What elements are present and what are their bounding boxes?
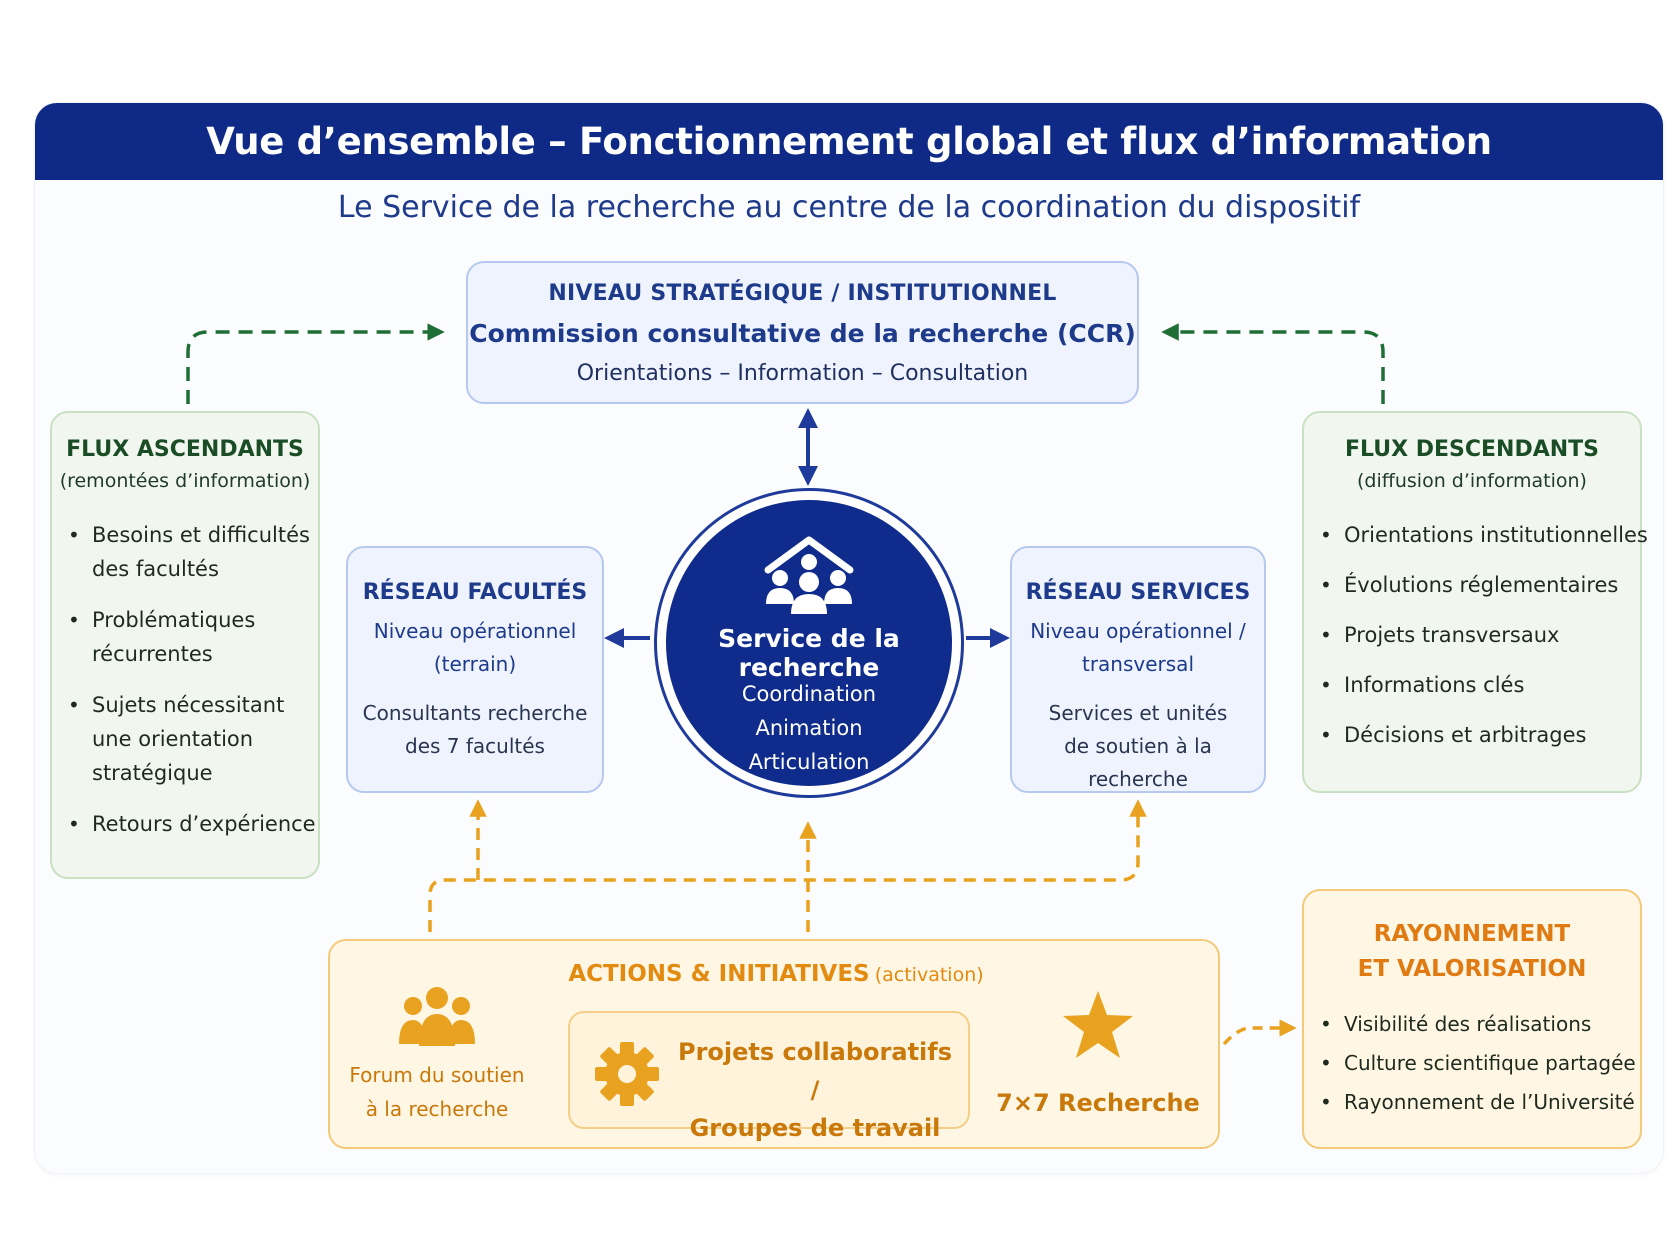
list-item: Visibilité des réalisations xyxy=(1304,1007,1640,1041)
flux-descendants-list: Orientations institutionnelles Évolution… xyxy=(1304,518,1648,752)
actions-initiatives-box: ACTIONS & INITIATIVES (activation) Forum… xyxy=(328,939,1220,1149)
reseau-services-box: RÉSEAU SERVICES Niveau opérationnel / tr… xyxy=(1010,546,1266,793)
reseau-facultes-desc-line2: des 7 facultés xyxy=(405,734,545,758)
reseau-services-level: Niveau opérationnel / transversal xyxy=(1012,615,1264,681)
flux-ascendants-subtitle: (remontées d’information) xyxy=(59,470,311,492)
forum-label: Forum du soutien à la recherche xyxy=(342,1058,532,1126)
list-item: Besoins et difficultés des facultés xyxy=(52,518,318,586)
service-recherche-hub: Service de la recherche Coordination Ani… xyxy=(666,500,952,786)
forum-label-line1: Forum du soutien xyxy=(349,1063,525,1087)
seven-by-seven-item: 7×7 Recherche xyxy=(988,989,1208,1117)
projets-collaboratifs-box: Projets collaboratifs / Groupes de trava… xyxy=(568,1011,970,1142)
reseau-services-desc: Services et unités de soutien à la reche… xyxy=(1012,697,1264,796)
flux-ascendants-box: FLUX ASCENDANTS (remontées d’information… xyxy=(50,411,320,879)
strategic-roles: Orientations – Information – Consultatio… xyxy=(576,361,1029,386)
list-item: Décisions et arbitrages xyxy=(1304,718,1640,752)
list-item: Orientations institutionnelles xyxy=(1304,518,1648,552)
forum-label-line2: à la recherche xyxy=(365,1097,509,1121)
star-icon xyxy=(1063,991,1133,1058)
flux-descendants-subtitle: (diffusion d’information) xyxy=(1357,470,1587,492)
hub-role-item: Coordination xyxy=(741,682,877,706)
list-item: Informations clés xyxy=(1304,668,1640,702)
arrow-flux-ascendants xyxy=(186,323,445,404)
projets-label: Projets collaboratifs / Groupes de trava… xyxy=(670,1033,960,1147)
gear-icon xyxy=(595,1042,659,1106)
strategic-level-label: NIVEAU STRATÉGIQUE / INSTITUTIONNEL xyxy=(548,281,1057,306)
seven-by-seven-label: 7×7 Recherche xyxy=(996,1089,1200,1117)
forum-item: Forum du soutien à la recherche xyxy=(342,986,532,1126)
reseau-services-level-line1: Niveau opérationnel / xyxy=(1030,619,1246,643)
diagram-subtitle: Le Service de la recherche au centre de … xyxy=(337,190,1361,225)
list-item: Projets transversaux xyxy=(1304,618,1640,652)
reseau-services-desc-line2: de soutien à la recherche xyxy=(1064,734,1212,791)
list-item: Culture scientifique partagée xyxy=(1304,1046,1640,1080)
hub-title: Service de la recherche xyxy=(718,624,900,682)
projets-label-line1: Projets collaboratifs / xyxy=(677,1038,953,1104)
strategic-commission-name: Commission consultative de la recherche … xyxy=(469,319,1136,348)
page-title: Vue d’ensemble – Fonctionnement global e… xyxy=(35,103,1663,180)
list-item: Rayonnement de l’Université xyxy=(1304,1085,1640,1119)
hub-role-item: Articulation xyxy=(748,750,870,774)
arrow-to-rayonnement xyxy=(1222,1019,1297,1046)
list-item: Évolutions réglementaires xyxy=(1304,568,1640,602)
rayonnement-title-line1: RAYONNEMENT xyxy=(1373,921,1571,947)
hub-role-item: Animation xyxy=(755,716,863,740)
projets-label-line2: Groupes de travail xyxy=(689,1114,941,1142)
reseau-facultes-level: Niveau opérationnel (terrain) xyxy=(348,615,602,681)
list-item: Problématiques récurrentes xyxy=(52,603,318,671)
rayonnement-title: RAYONNEMENT ET VALORISATION xyxy=(1304,917,1640,987)
list-item: Retours d’expérience xyxy=(52,807,318,841)
actions-title-suffix: (activation) xyxy=(874,964,984,986)
rayonnement-box: RAYONNEMENT ET VALORISATION Visibilité d… xyxy=(1302,889,1642,1149)
flux-descendants-title: FLUX DESCENDANTS xyxy=(1344,437,1600,462)
rayonnement-list: Visibilité des réalisations Culture scie… xyxy=(1304,1007,1640,1119)
flux-ascendants-list: Besoins et difficultés des facultés Prob… xyxy=(52,518,318,841)
reseau-facultes-level-line2: (terrain) xyxy=(433,652,517,676)
reseau-facultes-level-line1: Niveau opérationnel xyxy=(373,619,577,643)
arrow-flux-descendants xyxy=(1161,323,1385,404)
hub-roles: Coordination Animation Articulation xyxy=(666,677,952,779)
actions-title: ACTIONS & INITIATIVES (activation) xyxy=(330,961,1222,987)
reseau-services-level-line2: transversal xyxy=(1081,652,1194,676)
reseau-facultes-title: RÉSEAU FACULTÉS xyxy=(362,580,588,605)
reseau-services-desc-line1: Services et unités xyxy=(1048,701,1228,725)
reseau-facultes-box: RÉSEAU FACULTÉS Niveau opérationnel (ter… xyxy=(346,546,604,793)
arrow-actions-network xyxy=(428,799,1147,932)
research-team-icon xyxy=(764,536,854,614)
reseau-facultes-desc: Consultants recherche des 7 facultés xyxy=(348,697,602,763)
rayonnement-title-line2: ET VALORISATION xyxy=(1357,956,1587,982)
strategic-level-box: NIVEAU STRATÉGIQUE / INSTITUTIONNEL Comm… xyxy=(466,261,1139,404)
group-icon xyxy=(399,987,475,1046)
actions-title-main: ACTIONS & INITIATIVES xyxy=(568,961,870,987)
list-item: Sujets nécessitant une orientation strat… xyxy=(52,688,318,790)
reseau-services-title: RÉSEAU SERVICES xyxy=(1025,580,1251,605)
reseau-facultes-desc-line1: Consultants recherche xyxy=(362,701,588,725)
flux-ascendants-title: FLUX ASCENDANTS xyxy=(66,437,304,462)
flux-descendants-box: FLUX DESCENDANTS (diffusion d’informatio… xyxy=(1302,411,1648,793)
